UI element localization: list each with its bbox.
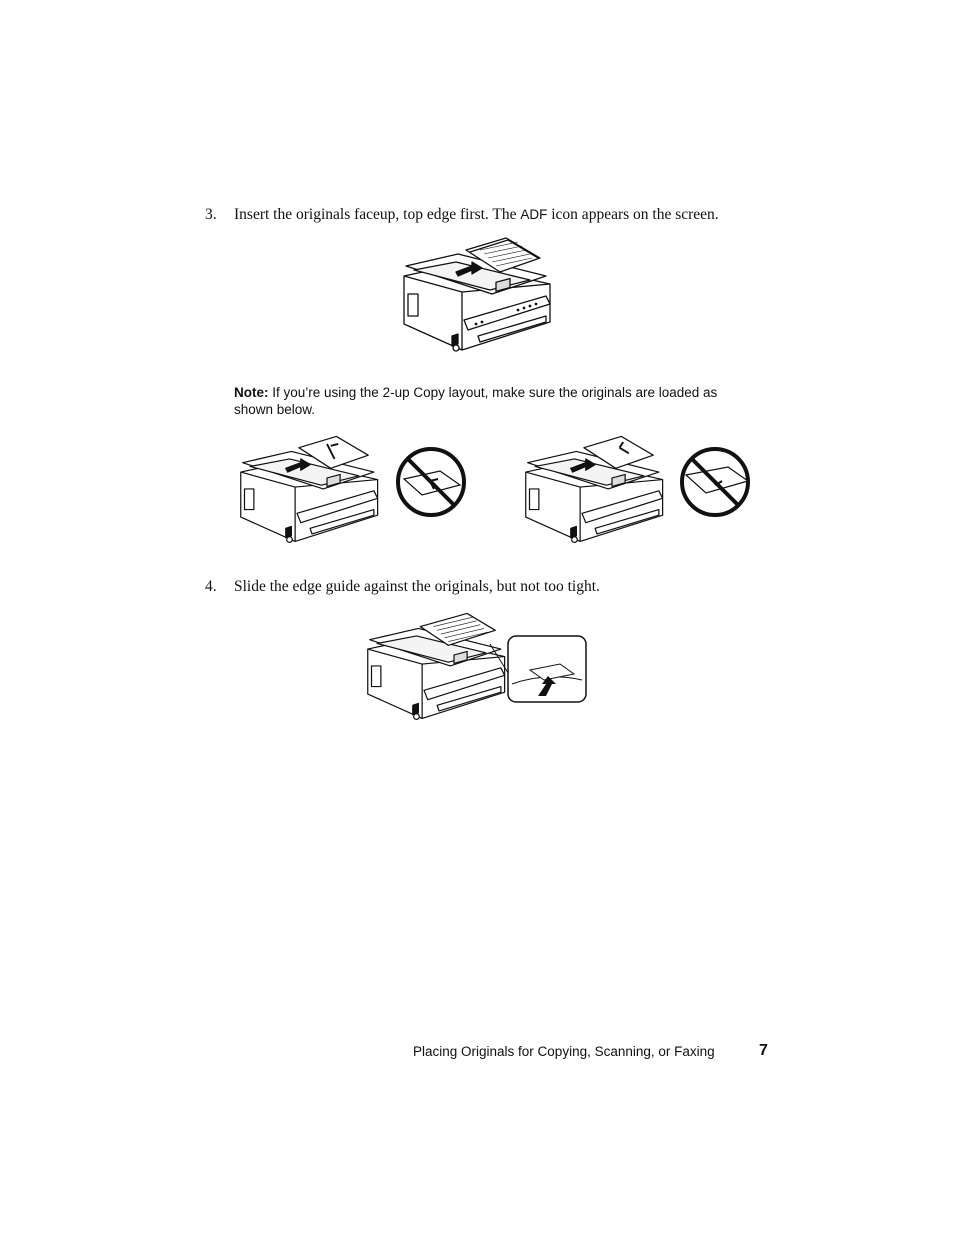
- note-paragraph: Note: If you’re using the 2-up Copy layo…: [234, 384, 754, 418]
- step-4-text: Slide the edge guide against the origina…: [234, 578, 600, 595]
- two-up-copy-term: 2-up Copy: [382, 385, 445, 400]
- step-3-text-after: icon appears on the screen.: [547, 206, 719, 223]
- printer-illustration-main: [403, 237, 551, 352]
- step-3-text: Insert the originals faceup, top edge fi…: [234, 206, 719, 224]
- note-label: Note:: [234, 385, 269, 400]
- adf-term: ADF: [520, 207, 548, 222]
- footer-section-title: Placing Originals for Copying, Scanning,…: [413, 1044, 715, 1059]
- page-number: 7: [759, 1042, 768, 1059]
- step-3-number: 3.: [205, 206, 217, 223]
- prohibited-icon-left: [396, 447, 466, 517]
- printer-illustration-2up-left: [240, 435, 379, 543]
- step-3-text-before: Insert the originals faceup, top edge fi…: [234, 206, 521, 223]
- printer-illustration-edge-guide: [367, 612, 506, 720]
- edge-guide-detail-callout: [489, 635, 587, 703]
- note-text-before: If you’re using the: [268, 385, 383, 400]
- step-4-number: 4.: [205, 578, 217, 595]
- note-text-after: layout, make sure the originals are load…: [234, 385, 718, 417]
- printer-illustration-2up-right: [525, 435, 664, 543]
- prohibited-icon-right: [680, 447, 750, 517]
